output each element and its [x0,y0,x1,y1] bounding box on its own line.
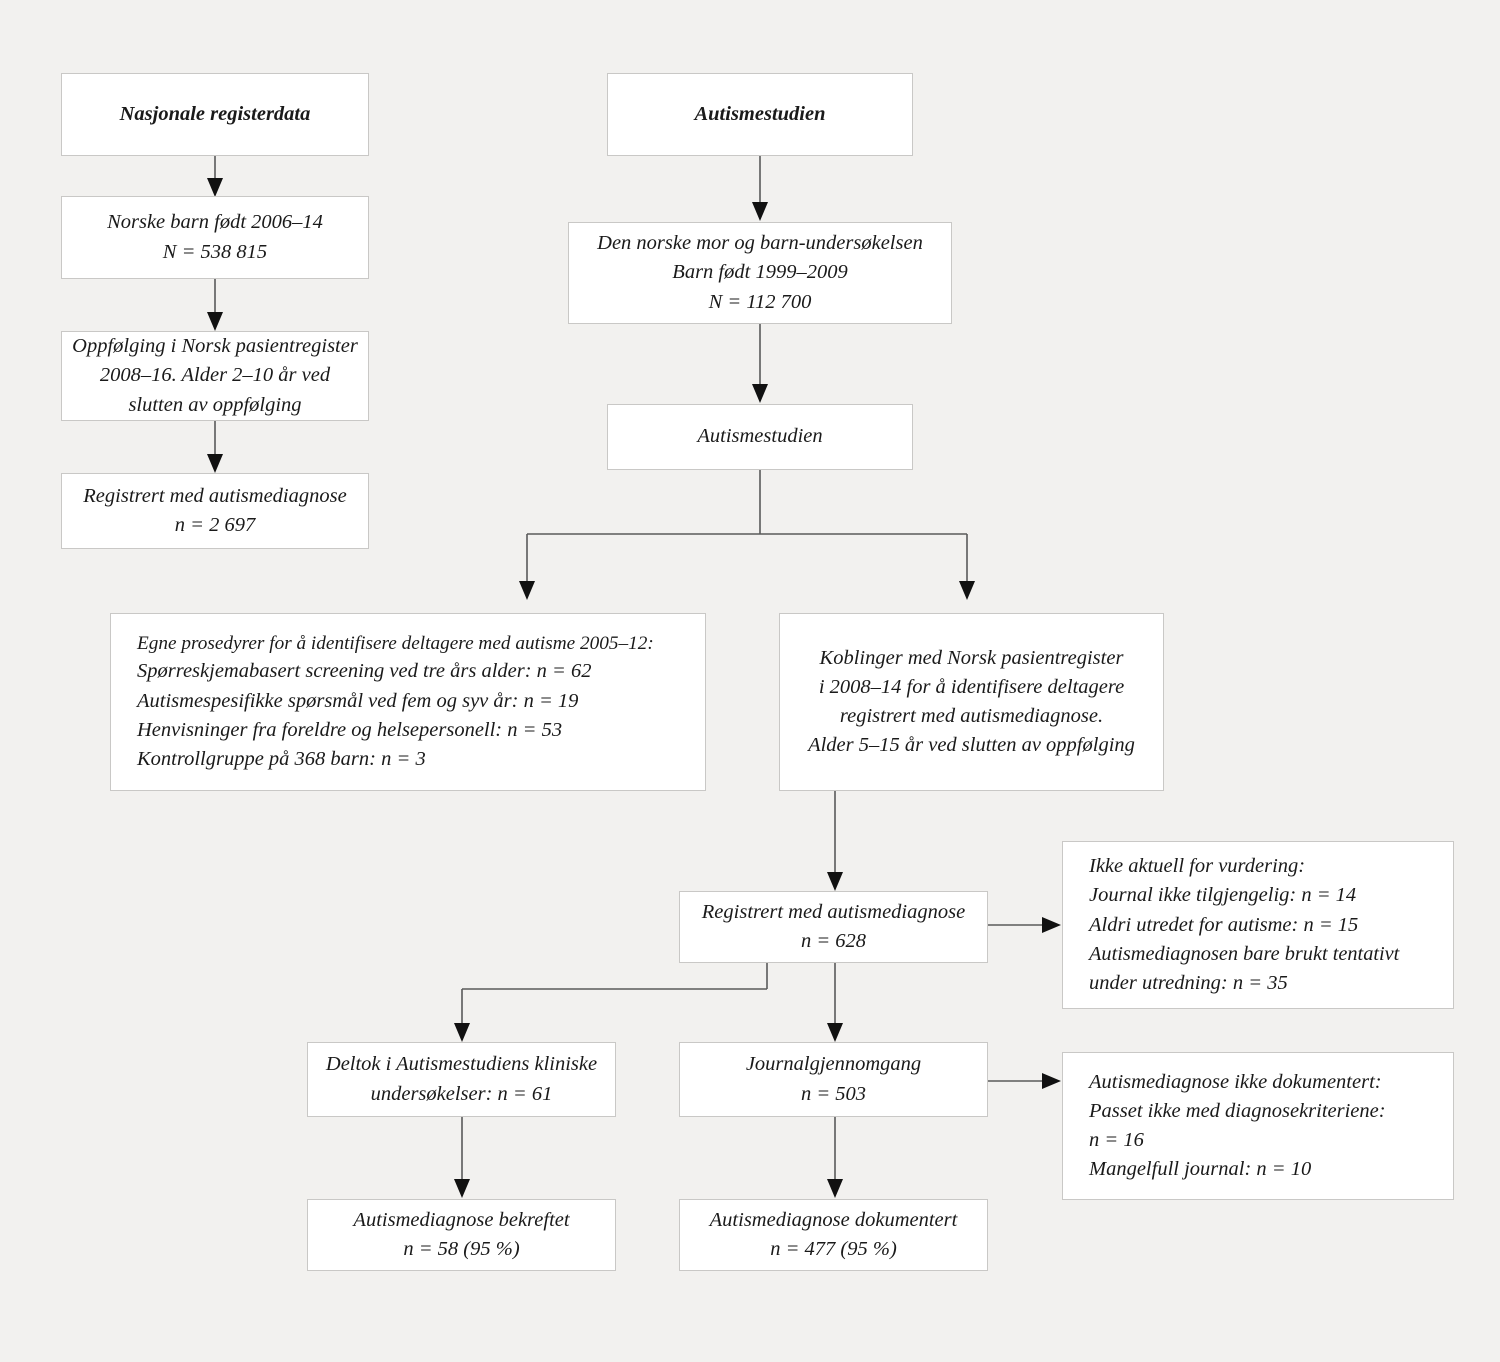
box-autismediagnose-bekreftet: Autismediagnose bekreftet n = 58 (95 %) [307,1199,616,1271]
box-koblinger-npr-line2: i 2008–14 for å identifisere deltagere [818,675,1125,698]
box-norske-barn: Norske barn født 2006–14 N = 538 815 [61,196,369,279]
box-egne-prosedyrer-line4: Henvisninger fra foreldre og helseperson… [137,718,563,741]
box-nasjonale-registerdata: Nasjonale registerdata [61,73,369,156]
box-ikke-aktuell-line4: Autismediagnosen bare brukt tentativt [1089,942,1400,965]
box-koblinger-npr-line3: registrert med autismediagnose. [839,705,1104,727]
arrowhead-journal-to-dokumentert [827,1179,843,1198]
box-oppfolging-npr-line1: Oppfølging i Norsk pasientregister [72,335,358,358]
box-registrert-autismediagnose-628: Registrert med autismediagnose n = 628 [679,891,988,963]
box-deltok-kliniske: Deltok i Autismestudiens kliniske unders… [307,1042,616,1117]
arrowhead-deltok-to-bekreftet [454,1179,470,1198]
arrowhead-autismestudien-to-moba [752,202,768,221]
box-autismestudien-mid: Autismestudien [607,404,913,470]
box-norske-barn-line1: Norske barn født 2006–14 [107,211,323,234]
box-ikke-dokumentert-line4: Mangelfull journal: n = 10 [1089,1158,1312,1181]
arrowhead-barn-to-oppfolging [207,312,223,331]
box-bekreftet-line2: n = 58 (95 %) [403,1238,520,1260]
box-ikke-dokumentert-line3: n = 16 [1089,1129,1144,1151]
box-egne-prosedyrer-line5: Kontrollgruppe på 368 barn: n = 3 [137,747,426,770]
arrowhead-split-right [959,581,975,600]
box-oppfolging-npr: Oppfølging i Norsk pasientregister 2008–… [61,331,369,421]
arrowhead-registrert628-to-ikke-aktuell [1042,917,1061,933]
box-deltok-kliniske-line1: Deltok i Autismestudiens kliniske [325,1053,598,1076]
box-ikke-aktuell-line5: under utredning: n = 35 [1089,971,1288,994]
arrowhead-koblinger-to-registrert628 [827,872,843,891]
box-oppfolging-npr-line2: 2008–16. Alder 2–10 år ved [99,364,331,387]
box-journalgjennomgang-line1: Journalgjennomgang [745,1053,922,1076]
arrowhead-oppfolging-to-registrert [207,454,223,473]
box-oppfolging-npr-line3: slutten av oppfølging [128,393,302,416]
box-ikke-aktuell-line2: Journal ikke tilgjengelig: n = 14 [1089,884,1357,907]
box-deltok-kliniske-line2: undersøkelser: n = 61 [370,1082,553,1105]
box-ikke-aktuell-line3: Aldri utredet for autisme: n = 15 [1089,913,1359,936]
box-bekreftet-line1: Autismediagnose bekreftet [353,1208,570,1231]
arrowhead-registerdata-to-barn [207,178,223,197]
box-registrert-left-line2: n = 2 697 [174,514,256,536]
box-registrert-628-line1: Registrert med autismediagnose [701,900,966,923]
box-autismestudien-top: Autismestudien [607,73,913,156]
box-egne-prosedyrer-line1: Egne prosedyrer for å identifisere delta… [137,633,654,655]
box-egne-prosedyrer-line2: Spørreskjemabasert screening ved tre års… [137,660,592,683]
box-egne-prosedyrer: Egne prosedyrer for å identifisere delta… [110,613,706,791]
box-journalgjennomgang: Journalgjennomgang n = 503 [679,1042,988,1117]
arrowhead-journal-to-ikke-dokumentert [1042,1073,1061,1089]
box-registrert-628-line2: n = 628 [800,930,867,952]
arrowhead-registrert628-to-deltok [454,1023,470,1042]
arrowhead-moba-to-autismestudien-mid [752,384,768,403]
box-moba-line2: Barn født 1999–2009 [672,261,848,284]
box-ikke-aktuell-line1: Ikke aktuell for vurdering: [1089,855,1306,878]
box-registrert-left-line1: Registrert med autismediagnose [83,484,347,507]
box-dokumentert-line2: n = 477 (95 %) [770,1238,897,1260]
box-autismestudien-mid-label: Autismestudien [697,425,823,448]
box-autismestudien-top-label: Autismestudien [694,102,826,125]
box-nasjonale-registerdata-label: Nasjonale registerdata [119,102,311,125]
box-moba: Den norske mor og barn-undersøkelsen Bar… [568,222,952,324]
box-norske-barn-line2: N = 538 815 [162,240,268,263]
box-koblinger-npr-line1: Koblinger med Norsk pasientregister [819,646,1124,669]
box-ikke-dokumentert-line1: Autismediagnose ikke dokumentert: [1089,1070,1382,1093]
arrowhead-split-left [519,581,535,600]
box-autismediagnose-dokumentert: Autismediagnose dokumentert n = 477 (95 … [679,1199,988,1271]
arrowhead-registrert628-to-journal [827,1023,843,1042]
box-moba-line3: N = 112 700 [708,290,812,313]
box-ikke-dokumentert: Autismediagnose ikke dokumentert: Passet… [1062,1052,1454,1200]
box-dokumentert-line1: Autismediagnose dokumentert [709,1208,958,1231]
box-koblinger-npr-line4: Alder 5–15 år ved slutten av oppfølging [808,734,1135,757]
box-moba-line1: Den norske mor og barn-undersøkelsen [597,232,923,255]
box-journalgjennomgang-line2: n = 503 [800,1082,867,1105]
box-ikke-dokumentert-line2: Passet ikke med diagnosekriteriene: [1089,1099,1386,1122]
box-egne-prosedyrer-line3: Autismespesifikke spørsmål ved fem og sy… [137,689,579,712]
box-registrert-autismediagnose-left: Registrert med autismediagnose n = 2 697 [61,473,369,549]
box-ikke-aktuell: Ikke aktuell for vurdering: Journal ikke… [1062,841,1454,1009]
box-koblinger-npr: Koblinger med Norsk pasientregister i 20… [779,613,1164,791]
